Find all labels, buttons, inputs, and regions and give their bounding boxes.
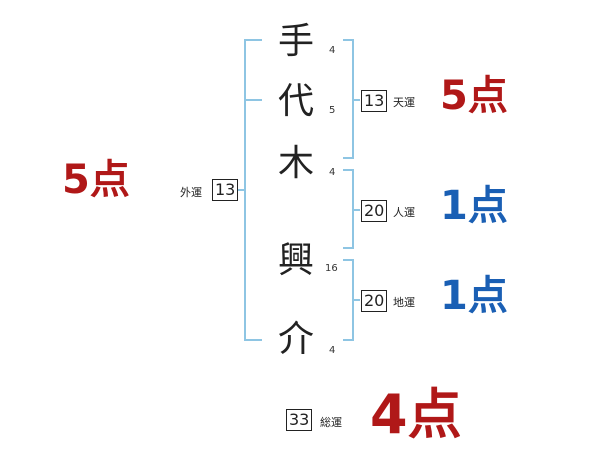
name-char-5: 介 [277,319,314,360]
name-char-2: 代 [277,81,314,122]
gaiun-score: 5点 [62,157,130,203]
gaiun-value-box: 13 [212,179,239,201]
chiun-bracket [343,259,360,341]
name-char-4: 興 [277,240,314,281]
gaiun-bracket [238,39,262,341]
souun-label: 総運 [320,416,342,429]
tenun-bracket [343,39,360,159]
souun-value-box: 33 [286,409,313,431]
gaiun-label: 外運 [180,186,202,199]
stroke-count-4: 16 [325,263,338,274]
tenun-score: 5点 [440,73,508,119]
chiun-score: 1点 [440,273,508,319]
chiun-label: 地運 [393,296,415,309]
tenun-value-box: 13 [361,90,388,112]
jinun-score: 1点 [440,183,508,229]
name-char-1: 手 [277,21,314,62]
name-char-3: 木 [277,143,314,184]
jinun-value-box: 20 [361,200,388,222]
souun-score: 4点 [370,383,462,446]
jinun-label: 人運 [393,206,415,219]
stroke-count-3: 4 [329,167,336,178]
jinun-bracket [343,169,360,249]
chiun-value-box: 20 [361,290,388,312]
stroke-count-5: 4 [329,345,336,356]
stroke-count-1: 4 [329,45,336,56]
tenun-label: 天運 [393,96,415,109]
stroke-count-2: 5 [329,105,336,116]
